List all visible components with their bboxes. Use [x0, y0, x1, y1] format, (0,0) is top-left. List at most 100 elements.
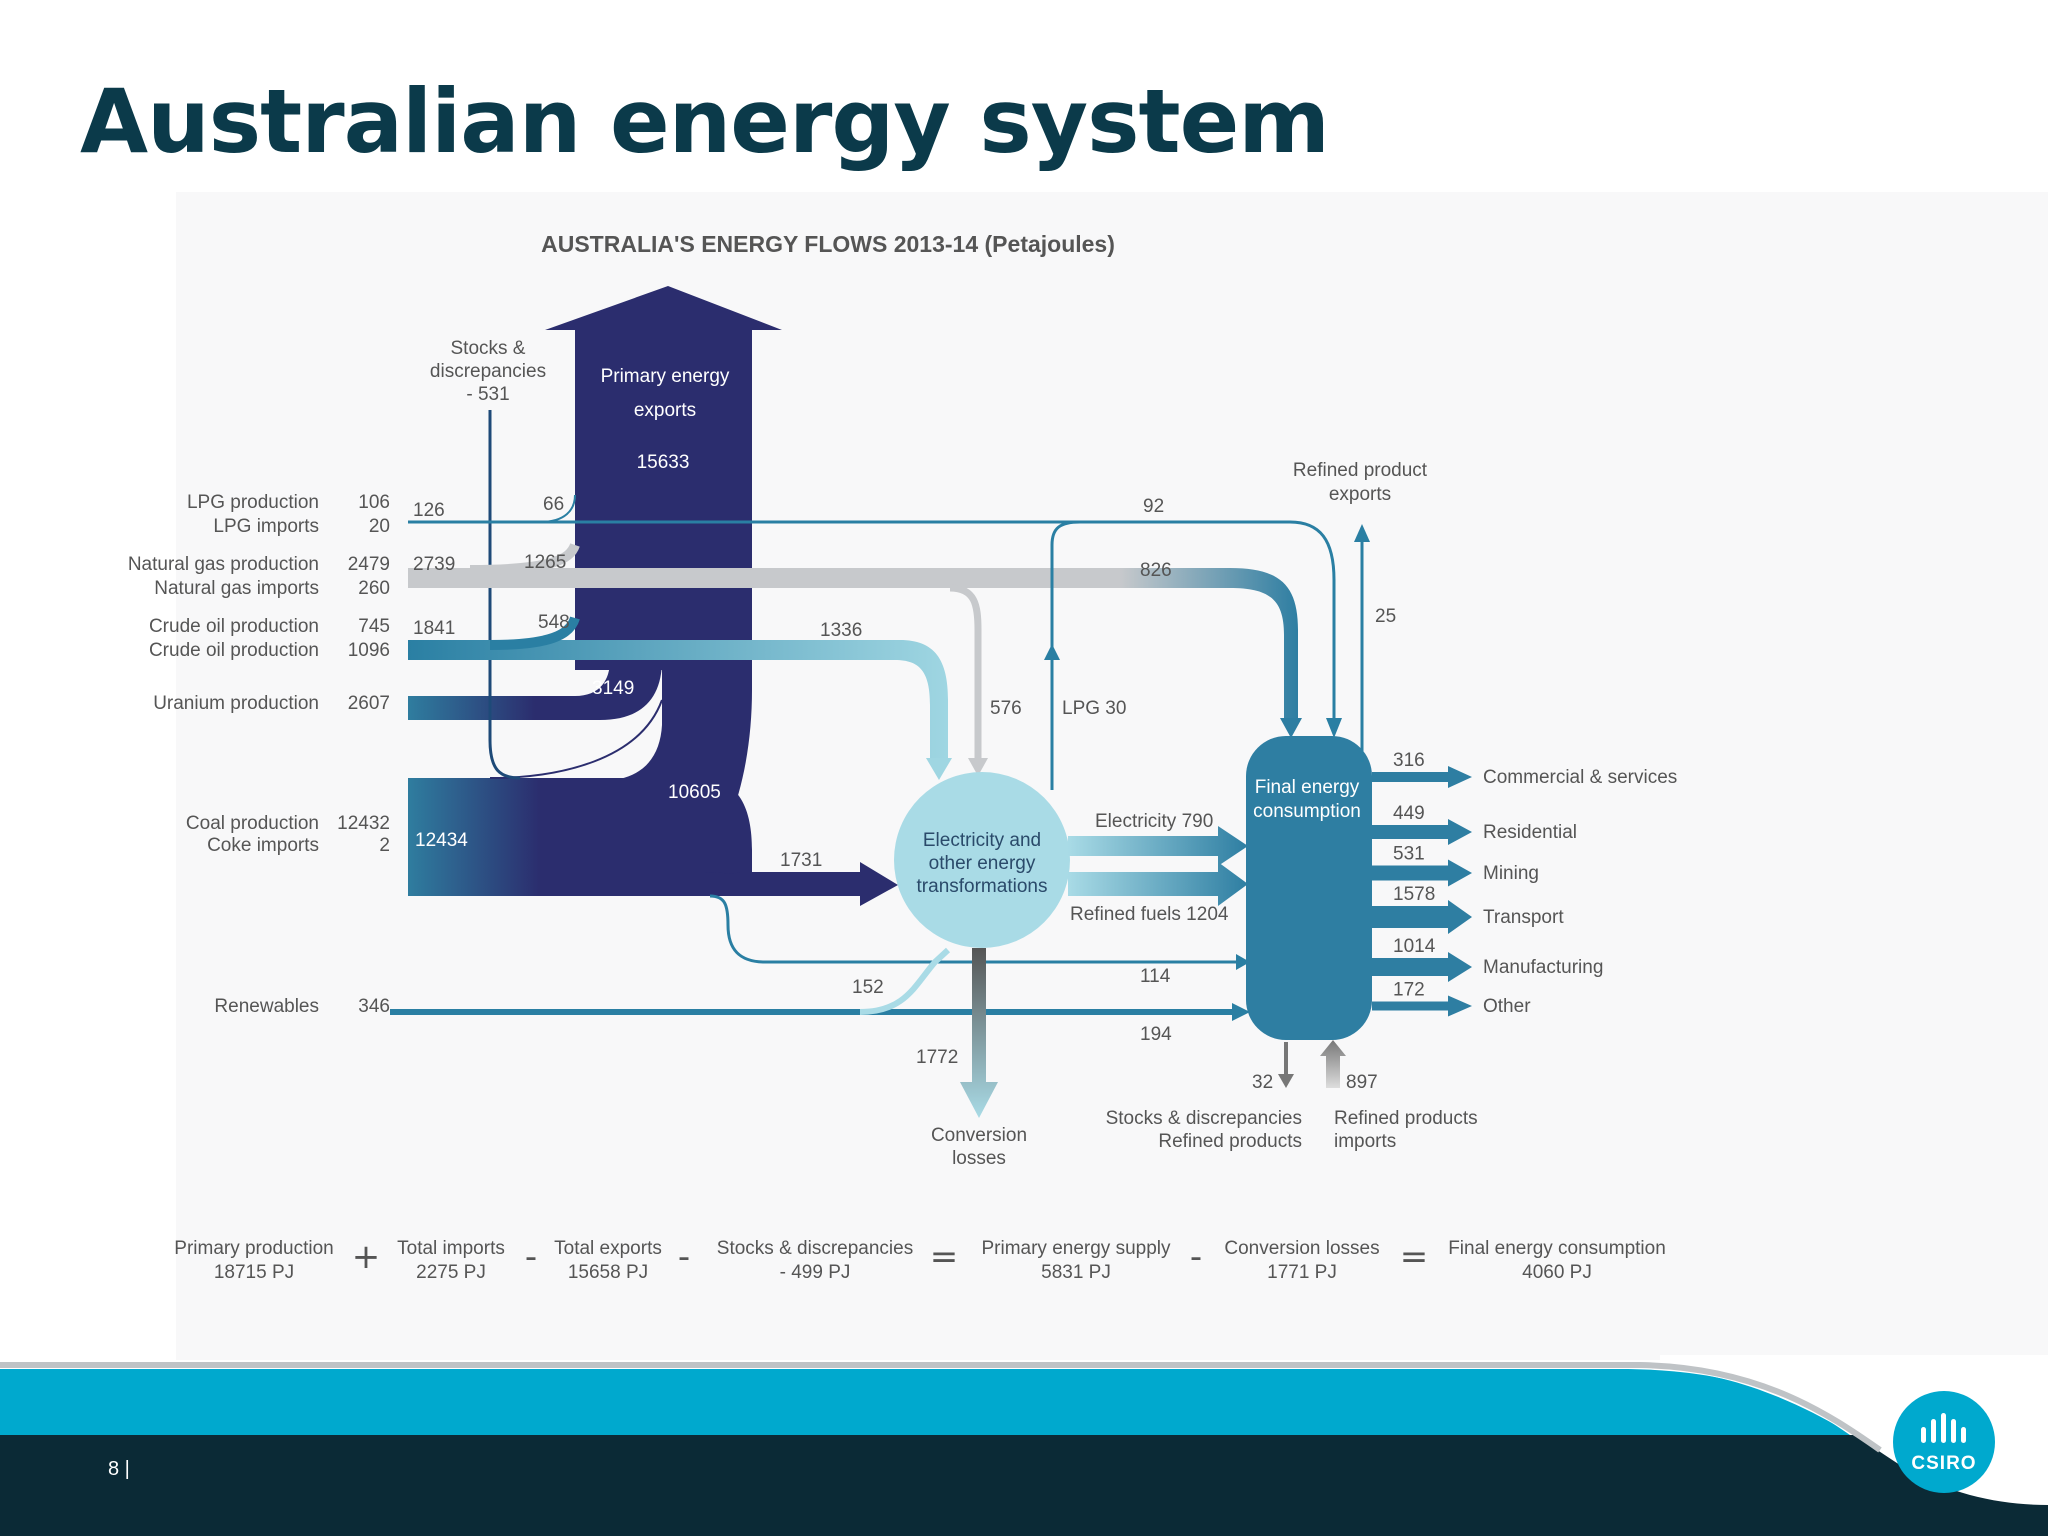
- refined-export-value: 25: [1375, 606, 1396, 627]
- electricity-label: Electricity 790: [1095, 811, 1213, 832]
- conversion-losses-label-2: losses: [952, 1148, 1006, 1169]
- equation-term-value: 18715 PJ: [214, 1262, 294, 1283]
- gas-total-value: 2739: [413, 554, 455, 575]
- sector-label: Residential: [1483, 822, 1577, 843]
- equation-operator: -: [525, 1237, 537, 1277]
- primary-exports-value: 15633: [637, 452, 690, 473]
- source-label: LPG production: [187, 492, 319, 513]
- equation-operator: -: [1190, 1237, 1202, 1277]
- source-label: Coal production: [186, 813, 319, 834]
- source-label: Crude oil production: [149, 616, 319, 637]
- refined-fuels-label: Refined fuels 1204: [1070, 904, 1229, 925]
- equation-operator: +: [352, 1237, 381, 1277]
- sector-label: Transport: [1483, 907, 1564, 928]
- equation-term-value: - 499 PJ: [780, 1262, 851, 1283]
- renewables-transform-value: 152: [852, 977, 884, 998]
- logo-mark-icon: [1921, 1413, 1966, 1443]
- stocks-top-value: - 531: [466, 384, 509, 405]
- coal-total-value: 12434: [415, 830, 468, 851]
- oil-flow: [408, 640, 948, 760]
- primary-exports-label-1: Primary energy: [601, 366, 730, 387]
- footer-dark-band: [0, 1435, 2048, 1536]
- equation-term-label: Total imports: [397, 1238, 505, 1259]
- oil-total-value: 1841: [413, 618, 455, 639]
- lpg-final-value: 92: [1143, 496, 1164, 517]
- gas-transform-value: 576: [990, 698, 1022, 719]
- renewables-arrowhead: [1232, 1003, 1250, 1021]
- source-label: Uranium production: [153, 693, 319, 714]
- source-value: 2479: [348, 554, 390, 575]
- source-label: Natural gas imports: [154, 578, 319, 599]
- lpg-export-curve: [539, 494, 576, 523]
- lpg-total-value: 126: [413, 500, 445, 521]
- stocks-bottom-arrow: [1278, 1042, 1294, 1088]
- equation-term-value: 1771 PJ: [1267, 1262, 1337, 1283]
- electricity-flow: [1068, 826, 1248, 866]
- equation-operator: =: [930, 1237, 959, 1277]
- sector-value: 449: [1393, 803, 1425, 824]
- equation-term-label: Total exports: [554, 1238, 662, 1259]
- page-number: 8 |: [108, 1458, 130, 1480]
- stocks-bottom-label-2: Refined products: [1158, 1131, 1302, 1152]
- stocks-line: [488, 410, 521, 780]
- sector-arrow: [1372, 995, 1472, 1017]
- refined-imports-arrow: [1320, 1040, 1346, 1088]
- coal-export-value: 10605: [668, 782, 721, 803]
- source-label: Renewables: [214, 996, 319, 1017]
- source-value: 745: [358, 616, 390, 637]
- source-value: 20: [369, 516, 390, 537]
- equation-term-label: Stocks & discrepancies: [717, 1238, 913, 1259]
- refined-imports-label-1: Refined products: [1334, 1108, 1478, 1129]
- transform-node-label-2: other energy: [929, 853, 1036, 874]
- gas-transform-arrowhead: [968, 758, 988, 776]
- equation-operator: -: [678, 1237, 690, 1277]
- coal-band: [408, 778, 702, 896]
- sector-label: Commercial & services: [1483, 767, 1677, 788]
- transform-node-label-3: transformations: [917, 876, 1048, 897]
- figure-background: [176, 192, 2048, 1360]
- oil-transform-value: 1336: [820, 620, 862, 641]
- source-label: Natural gas production: [128, 554, 319, 575]
- sector-value: 1578: [1393, 884, 1435, 905]
- source-value: 2607: [348, 693, 390, 714]
- coal-transform-value: 1731: [780, 850, 822, 871]
- sector-label: Manufacturing: [1483, 957, 1603, 978]
- source-label: LPG imports: [213, 516, 319, 537]
- source-label: Coke imports: [207, 835, 319, 856]
- uranium-export-value: 3149: [592, 678, 634, 699]
- coal-final-value: 114: [1140, 966, 1171, 987]
- slide-title: Australian energy system: [80, 70, 1330, 173]
- figure-title: AUSTRALIA'S ENERGY FLOWS 2013-14 (Petajo…: [541, 231, 1115, 257]
- source-value: 346: [358, 996, 390, 1017]
- renewables-final-value: 194: [1140, 1024, 1172, 1045]
- conversion-losses-value: 1772: [916, 1047, 958, 1068]
- lpg30-flow: [1050, 520, 1081, 790]
- gas-export-value: 1265: [524, 552, 566, 573]
- lpg30-arrowhead: [1044, 644, 1060, 660]
- gas-arrowhead: [1280, 718, 1302, 738]
- equation-term-value: 2275 PJ: [416, 1262, 486, 1283]
- sector-label: Mining: [1483, 863, 1539, 884]
- gas-flow: [408, 568, 1298, 720]
- stocks-bottom-label-1: Stocks & discrepancies: [1106, 1108, 1302, 1129]
- stocks-top-label-2: discrepancies: [430, 361, 546, 382]
- refined-imports-value: 897: [1346, 1072, 1378, 1093]
- stocks-top-label-1: Stocks &: [451, 338, 526, 359]
- refined-product-exports-label-2: exports: [1329, 484, 1391, 505]
- uranium-flow: [408, 660, 662, 720]
- logo-text: CSIRO: [1911, 1453, 1977, 1474]
- sector-arrow: [1372, 859, 1472, 887]
- final-node-label-1: Final energy: [1255, 777, 1360, 798]
- source-value: 12432: [337, 813, 390, 834]
- oil-export-curve: [489, 616, 580, 650]
- transform-node: [894, 772, 1070, 948]
- sector-label: Other: [1483, 996, 1531, 1017]
- stocks-bottom-value: 32: [1252, 1072, 1273, 1093]
- sector-arrow: [1372, 952, 1472, 982]
- sector-value: 531: [1393, 844, 1425, 865]
- footer-blue-band: [0, 1369, 1850, 1435]
- csiro-logo: CSIRO: [1893, 1391, 1995, 1493]
- final-node-label-2: consumption: [1253, 801, 1361, 822]
